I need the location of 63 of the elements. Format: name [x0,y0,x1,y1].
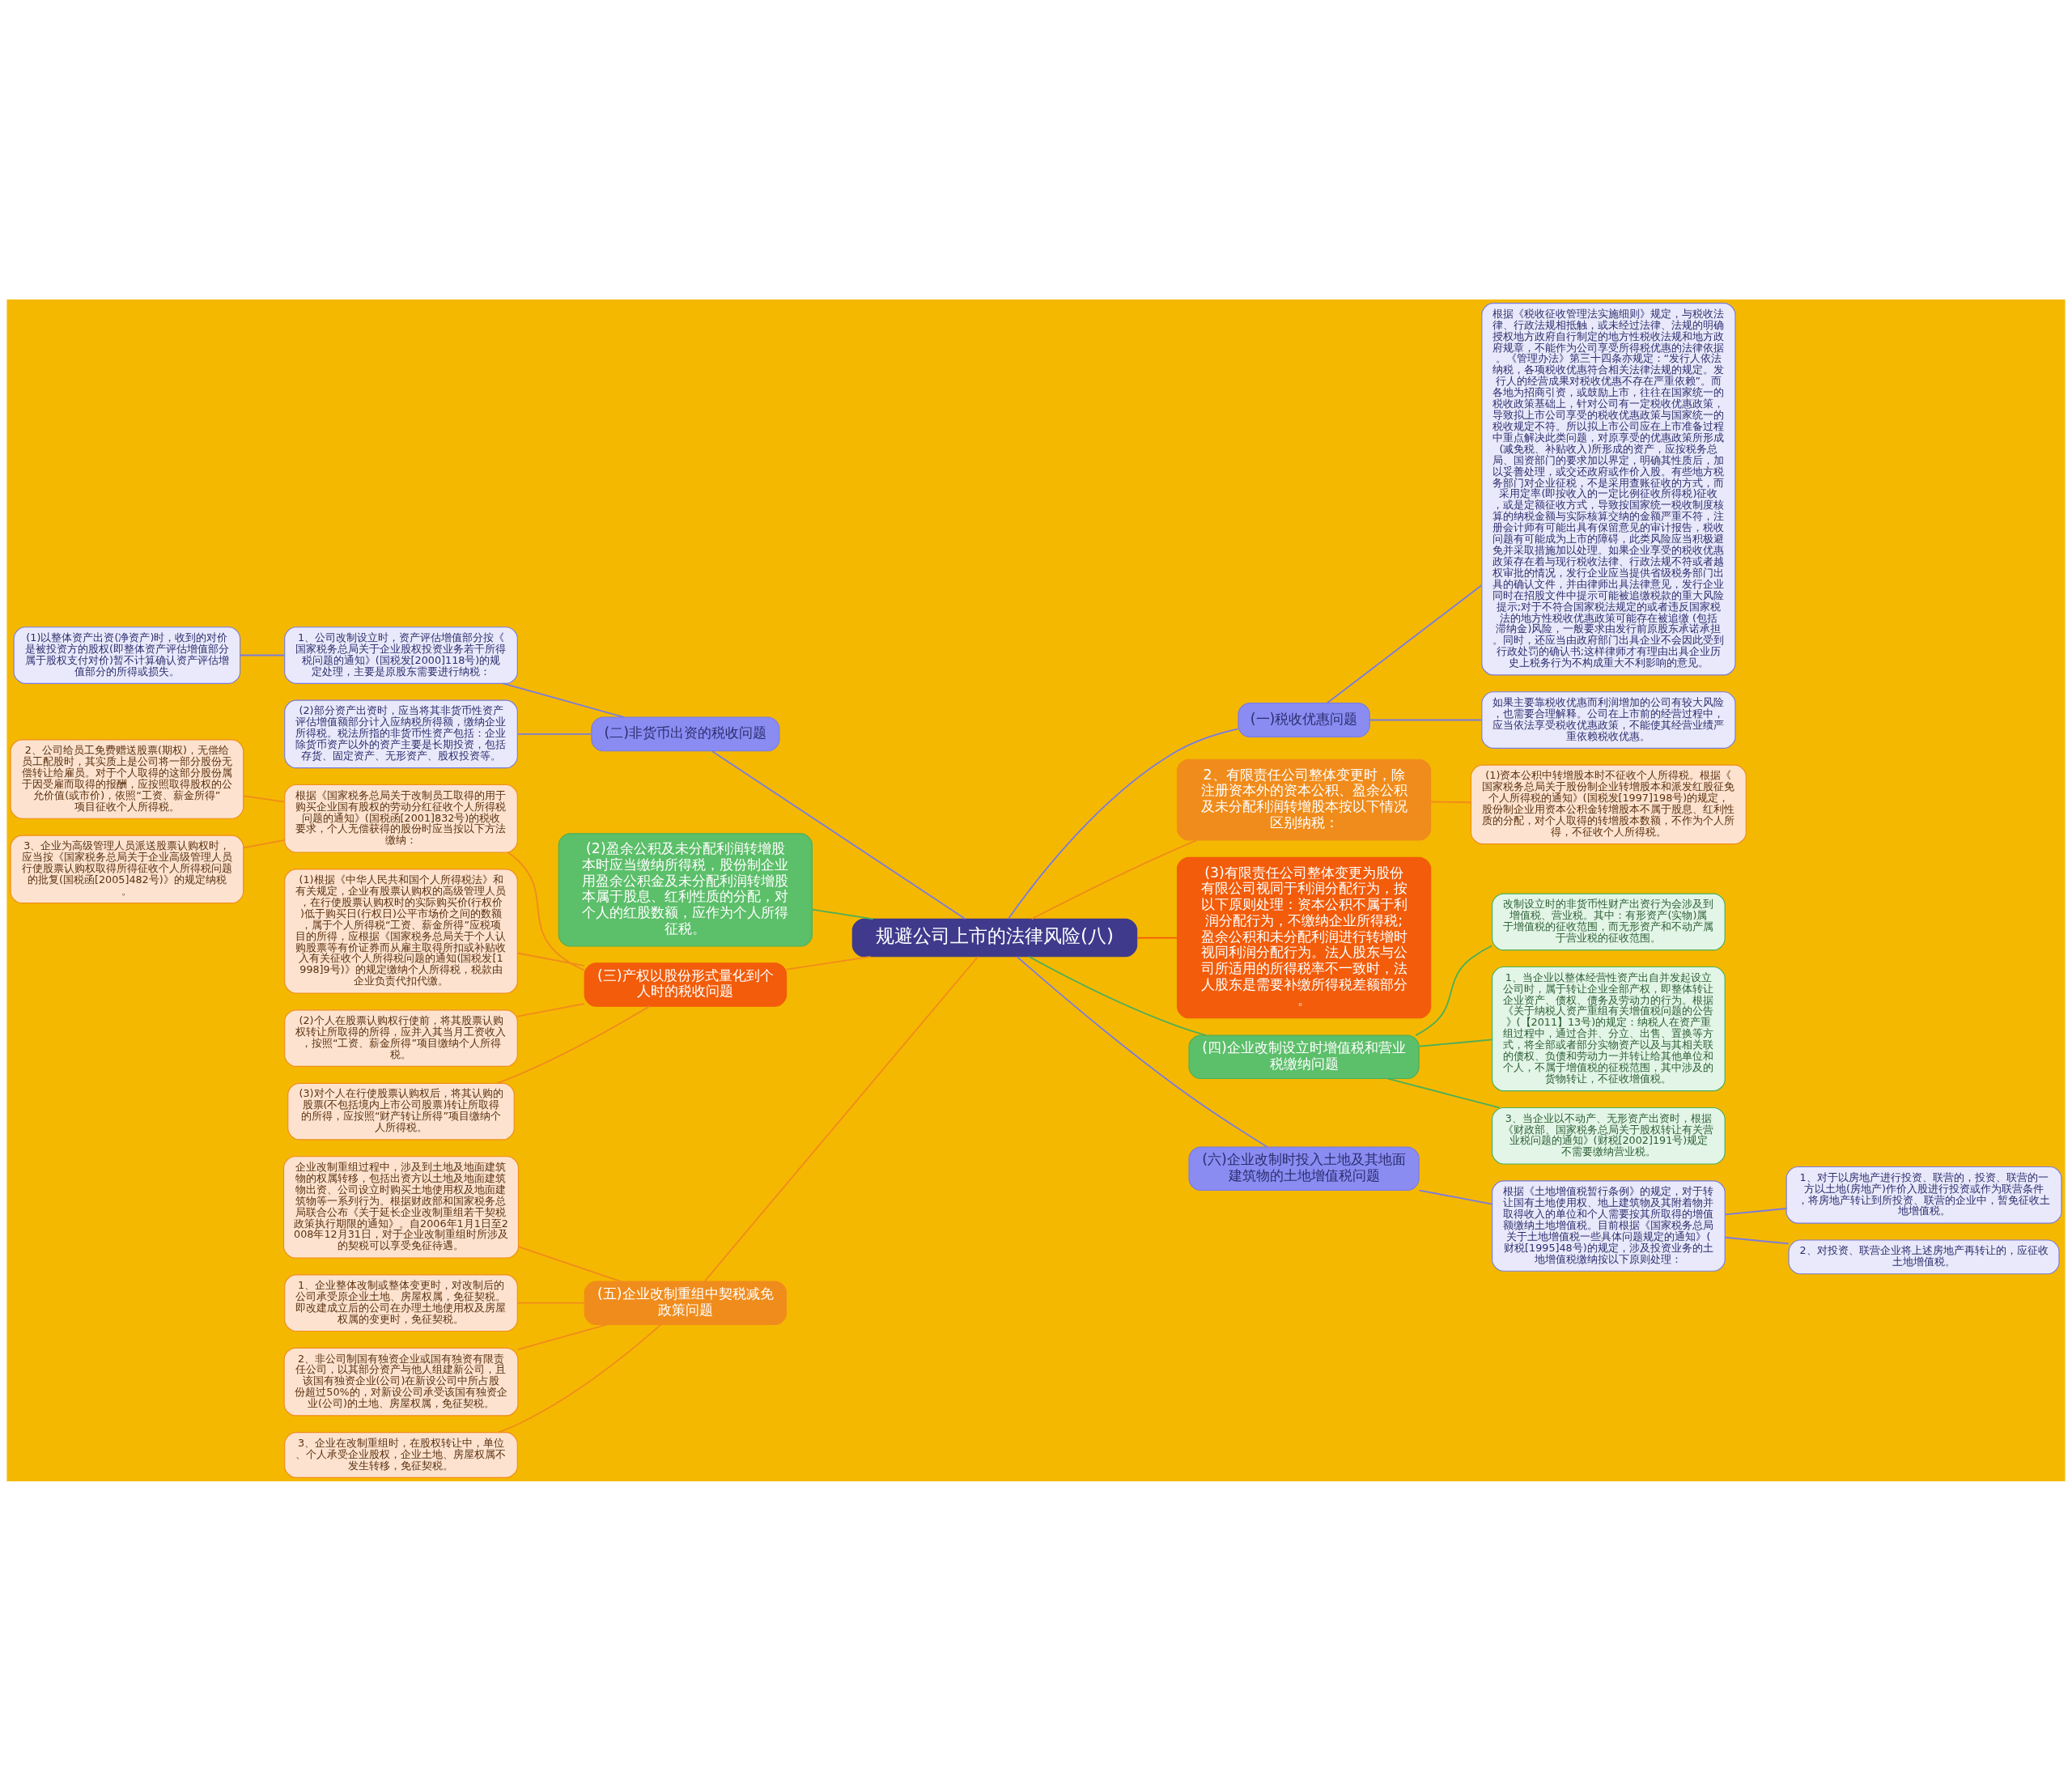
connector [1418,1038,1493,1047]
connector [1430,801,1472,803]
connector [1326,584,1483,703]
connector [239,654,286,656]
node-box: 1、企业整体改制或整体变更时，对改制后的公司承受原企业土地、房屋权属，免征契税。即改建成立后的公司在办理土地使用权及房屋权属的变更时，免征契税。 [284,1273,518,1332]
connector [243,839,286,848]
node-box: 规避公司上市的法律风险(八) [851,918,1138,957]
connector [1028,955,1208,1036]
connector [516,1002,585,1017]
node-box: (六)企业改制时投入土地及其地面建筑物的土地增值税问题 [1188,1146,1420,1191]
connector [507,851,586,971]
connector [811,908,874,920]
node-box: (一)税收优惠问题 [1238,702,1370,737]
connector [243,794,286,802]
node-box: 3、企业为高级管理人员派送股票认购权时，应当按《国家税务总局关于企业高级管理人员行使股票认购权取得所得征收个人所得税问题的批复(国税函[2005]482号)》的规定纳税。 [10,835,244,903]
node-box: (五)企业改制重组中契税减免政策问题 [584,1280,788,1325]
node-box: 2、公司给员工免费赠送股票(期权)，无偿给员工配股时，其实质上是公司将一部分股份无偿转让给雇员。对于个人取得的这部分股份属于因受雇而取得的报酬，应按照取得股权的公允价值(或市价)，依照“工资、薪金所得”项目征收个人所得税。 [10,738,244,819]
connector [1136,937,1178,938]
node-box: (三)产权以股份形式量化到个人时的税收问题 [584,962,788,1007]
node-box: 2、非公司制国有独资企业或国有独资有限责任公司，以其部分资产与他人组建新公司，且该国有独资企业(公司)在新设公司中所占股份超过50%的，对新设公司承受该国有独资企业(公司)的土地、房屋权属，免征契税。 [283,1347,519,1416]
connector [1369,719,1483,720]
node-box: 1、当企业以整体经营性资产出自并发起设立公司时，属于转让企业全部产权，即整体转让企业资产、债权、债务及劳动力的行为。根据《关于纳税人资产重组有关增值税问题的公告》(【2011】13号)的规定：纳税人在资产重组过程中，通过合并、分立、出售、置换等方式，将全部或者部分实物资产以及与其相关联的债权、负债和劳动力一并转让给其他单位和个人，不属于增值税的征税范围，其中涉及的货物转让，不征收增值税。 [1492,966,1726,1091]
node-box: (1)以整体资产出资(净资产)时，收到的对价是被投资方的股权(即整体资产评估增值部分属于股权支付对价)暂不计算确认资产评估增值部分的所得或损失。 [13,626,241,684]
connector [502,682,625,718]
node-box: 根据《国家税务总局关于改制员工取得的用于购买企业国有股权的劳动分红征收个人所得税问题的通知》(国税函[2001]832号)的税收要求，个人无偿获得的股份时应当按以下方法缴纳： [284,784,518,853]
connector [1724,1207,1788,1215]
connector [516,952,585,966]
node-box: (1)根据《中华人民共和国个人所得税法》和有关规定，企业有股票认购权的高级管理人员，在行使股票认购权时的实际购买价(行权价)低于购买日(行权日)公平市场价之间的数额，属于个人所得税“工资、薪金所得”应税项目的所得，应根据《国家税务总局关于个人认购股票等有价证券而从雇主取得所扣或补贴收入有关征收个人所得税问题的通知(国税发[1998]9号)》的规定缴纳个人所得税，税款由企业负责代扣代缴。 [284,868,518,994]
node-box: 根据《土地增值税暂行条例》的规定，对于转让国有土地使用权、地上建筑物及其附着物并取得收入的单位和个人需要按其所取得的增值额缴纳土地增值税。目前根据《国家税务总局关于土地增值税一些具体问题规定的通知》(财税[1995]48号)的规定，涉及投资业务的土地增值税缴纳按以下原则处理： [1492,1179,1726,1272]
node-box: (2)盈余公积及未分配利润转增股本时应当缴纳所得税，股份制企业用盈余公积金及未分配利润转增股本属于股息、红利性质的分配，对个人的红股数额，应作为个人所得征税。 [558,832,813,947]
connector [1030,839,1198,920]
node-box: 根据《税收征收管理法实施细则》规定，与税收法律、行政法规相抵触，或未经过法律、法规的明确授权地方政府自行制定的地方性税收法规和地方政府规章，不能作为公司享受所得税优惠的法律依据。《管理办法》第三十四条亦规定：“发行人依法纳税，各项税收优惠符合相关法律法规的规定。发行人的经营成果对税收优惠不存在严重依赖”。而各地为招商引资，或鼓励上市，往往在国家统一的税收政策基础上，针对公司有一定税收优惠政策，导致拟上市公司享受的税收优惠政策与国家统一的税收规定不符。所以拟上市公司应在上市准备过程中重点解决此类问题，对原享受的优惠政策所形成(减免税、补贴收入)所形成的资产，应按税务总局、国资部门的要求加以界定，明确其性质后，加以妥善处理，或交还政府或作价入股。有些地方税务部门对企业征税，不是采用查账征收的方式，而采用定率(即按收入的一定比例征收所得税)征收，或是定额征收方式，导致按国家统一税收制度核算的纳税金额与实际核算交纳的金额严重不符，注册会计师有可能出具有保留意见的审计报告，税收问题有可能成为上市的障碍，此类风险应当积极避免并采取措施加以处理。如果企业享受的税收优惠政策存在着与现行税收法律、行政法规不符或者越权审批的情况，发行企业应当提供省级税务部门出具的确认文件，并由律师出具法律意见，发行企业同时在招股文件中提示可能被追缴税款的重大风险提示;对于不符合国家税法规定的或者违反国家税法的地方性税收优惠政策可能存在被追缴 (包括滞纳金)风险，一般要求由发行前原股东承诺承担。同时，还应当由政府部门出具企业不会因此受到行政处罚的确认书;这样律师才有理由出具企业历史上税务行为不构成重大不利影响的意见。 [1481,302,1736,675]
connector [1016,955,1268,1148]
node-box: 改制设立时的非货币性财产出资行为会涉及到增值税、营业税。其中：有形资产(实物)属于增值税的征收范围，而无形资产和不动产属于营业税的征收范围。 [1492,893,1726,950]
connector [517,1323,608,1350]
node-box: (二)非货币出资的税收问题 [591,716,780,751]
connector [1415,944,1493,1036]
node-box: 1、公司改制设立时，资产评估增值部分按《国家税务总局关于企业股权投资业务若干所得税问题的通知》(国税发[2000]118号)的规定处理，主要是原股东需要进行纳税： [284,626,518,684]
node-box: 2、对投资、联营企业将上述房地产再转让的，应征收土地增值税。 [1788,1238,2060,1274]
node-box: (3)有限责任公司整体变更为股份有限公司视同于利润分配行为，按以下原则处理：资本公积不属于利润分配行为，不缴纳企业所得税;盈余公积和未分配利润进行转增时视同利润分配行为。法人股东与公司所适用的所得税率不一致时，法人股东是需要补缴所得税差额部分。 [1176,856,1432,1018]
connector [495,1005,650,1084]
connector [1724,1236,1790,1244]
node-box: 2、有限责任公司整体变更时，除注册资本外的资本公积、盈余公积及未分配利润转增股本按以下情况区别纳税： [1176,758,1432,841]
node-box: 1、对于以房地产进行投资、联营的，投资、联营的一方以土地(房地产)作价入股进行投资或作为联营条件，将房地产转让到所投资、联营的企业中，暂免征收土地增值税。 [1785,1166,2062,1224]
connector [497,1323,662,1434]
node-box: 如果主要靠税收优惠而利润增加的公司有较大风险，也需要合理解释。公司在上市前的经营过程中，应当依法享受税收优惠政策，不能使其经营业绩严重依赖税收优惠。 [1481,690,1736,749]
connector [516,733,592,735]
connector [516,1302,585,1304]
node-box: 3、企业在改制重组时，在股权转让中，单位、个人承受企业股权，企业土地、房屋权属不发生转移，免征契税。 [284,1431,518,1478]
node-box: (1)资本公积中转增股本时不征收个人所得税。根据《国家税务总局关于股份制企业转增股本和派发红股征免个人所得税的通知》(国税发[1997]198号)的规定，股份制企业用资本公积金转增股本不属于股息、红利性质的分配，对个人取得的转增股本数额，不作为个人所得，不征收个人所得税。 [1470,764,1747,844]
node-box: 3、当企业以不动产、无形资产出资时，根据《财政部、国家税务总局关于股权转让有关营业税问题的通知》(财税[2002]191号)规定不需要缴纳营业税。 [1492,1107,1726,1165]
node-box: (四)企业改制设立时增值税和营业税缴纳问题 [1188,1034,1420,1079]
connector [1418,1189,1493,1204]
connector [1008,728,1239,920]
node-box: 企业改制重组过程中，涉及到土地及地面建筑物的权属转移，包括出资方以土地及地面建筑物出资、公司设立时购买土地使用权及地面建筑物等一系列行为。根据财政部和国家税务总局联合公布《关于延长企业改制重组若干契税政策执行期限的通知》。自2006年1月1日至2008年12月31日，对于企业改制重组时所涉及的契税可以享受免征待遇。 [282,1155,520,1259]
connector [711,750,966,920]
connector [517,1245,622,1282]
node-box: (3)对个人在行使股票认购权后，将其认购的股票(不包括境内上市公司股票)转让所取得的所得，应按照“财产转让所得”项目缴纳个人所得税。 [287,1082,515,1140]
connector [785,955,872,971]
node-box: (2)部分资产出资时，应当将其非货币性资产评估增值额部分计入应纳税所得额，缴纳企业所得税。税法所指的非货币性资产包括：企业除货币资产以外的资产主要是长期投资，包括存货、固定资产、无形资产、股权投资等。 [284,699,518,768]
connector [703,955,979,1282]
connector [1387,1077,1501,1108]
node-box: (2)个人在股票认购权行使前，将其股票认购权转让所取得的所得，应并入其当月工资收入，按照“工资、薪金所得”项目缴纳个人所得税。 [284,1009,518,1067]
